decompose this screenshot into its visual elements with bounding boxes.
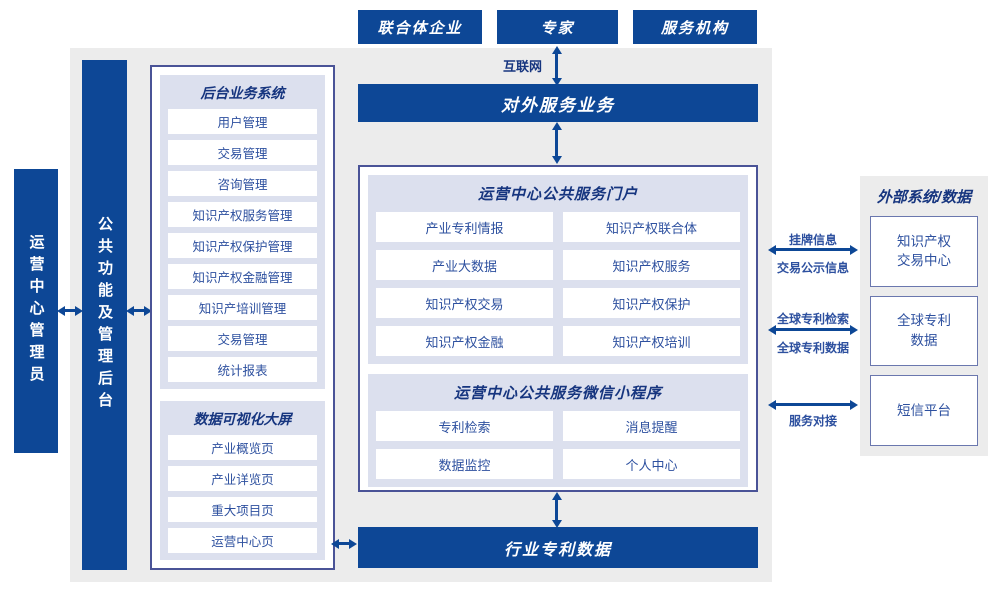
menu-item: 交易管理 <box>168 326 317 351</box>
service-to-portal-arrow-icon <box>551 122 562 164</box>
mini-program-item: 个人中心 <box>563 449 740 479</box>
portal-item: 知识产权联合体 <box>563 212 740 242</box>
internet-arrow-icon <box>551 46 562 86</box>
dashboard-to-industry-data-arrow-icon <box>331 538 357 549</box>
data-visualization-title: 数据可视化大屏 <box>193 411 292 427</box>
external-service-bar: 对外服务业务 <box>358 84 758 122</box>
service-organization-box: 服务机构 <box>633 10 757 44</box>
operator-to-rail-arrow-icon <box>57 305 83 316</box>
menu-item: 运营中心页 <box>168 528 317 553</box>
data-visualization-panel: 数据可视化大屏 产业概览页 产业详览页 重大项目页 运营中心页 <box>160 401 325 560</box>
external-system-box: 短信平台 <box>870 375 978 447</box>
internet-label: 互联网 <box>502 59 542 74</box>
menu-item: 知识产培训管理 <box>168 295 317 320</box>
menu-item: 重大项目页 <box>168 497 317 522</box>
menu-item: 统计报表 <box>168 357 317 382</box>
menu-item: 知识产权服务管理 <box>168 202 317 227</box>
service-center-box: 运营中心公共服务门户 产业专利情报 知识产权联合体 产业大数据 知识产权服务 知… <box>358 165 758 492</box>
portal-panel: 运营中心公共服务门户 产业专利情报 知识产权联合体 产业大数据 知识产权服务 知… <box>368 175 748 364</box>
mini-program-title: 运营中心公共服务微信小程序 <box>453 385 662 402</box>
menu-item: 产业概览页 <box>168 435 317 460</box>
menu-item: 产业详览页 <box>168 466 317 491</box>
link-label-bottom: 全球专利数据 <box>776 341 849 355</box>
menu-item: 知识产权金融管理 <box>168 264 317 289</box>
external-system-box: 知识产权 交易中心 <box>870 216 978 287</box>
external-systems-panel: 外部系统/数据 知识产权 交易中心 全球专利 数据 短信平台 <box>860 176 988 456</box>
portal-to-industry-data-arrow-icon <box>551 492 562 528</box>
rail-to-backend-arrow-icon <box>126 305 152 316</box>
backend-rail: 公共功能及管理后台 <box>82 60 127 570</box>
mini-program-panel: 运营中心公共服务微信小程序 专利检索 消息提醒 数据监控 个人中心 <box>368 374 748 487</box>
service-connect-arrow-icon <box>768 399 858 410</box>
mini-program-item: 数据监控 <box>376 449 553 479</box>
menu-item: 咨询管理 <box>168 171 317 196</box>
portal-item: 产业专利情报 <box>376 212 553 242</box>
backend-system-panel: 后台业务系统 用户管理 交易管理 咨询管理 知识产权服务管理 知识产权保护管理 … <box>160 75 325 389</box>
global-patent-arrow-icon <box>768 324 858 335</box>
portal-item: 知识产权金融 <box>376 326 553 356</box>
operator-rail: 运营中心管理员 <box>14 169 58 453</box>
consortium-enterprise-box: 联合体企业 <box>358 10 482 44</box>
menu-item: 交易管理 <box>168 140 317 165</box>
backend-column: 后台业务系统 用户管理 交易管理 咨询管理 知识产权服务管理 知识产权保护管理 … <box>150 65 335 570</box>
mini-program-item: 专利检索 <box>376 411 553 441</box>
mini-program-item: 消息提醒 <box>563 411 740 441</box>
expert-box: 专家 <box>497 10 618 44</box>
portal-item: 知识产权培训 <box>563 326 740 356</box>
link-label-bottom: 交易公示信息 <box>776 261 849 275</box>
external-system-box: 全球专利 数据 <box>870 295 978 367</box>
portal-item: 知识产权交易 <box>376 288 553 318</box>
menu-item: 知识产权保护管理 <box>168 233 317 258</box>
portal-title: 运营中心公共服务门户 <box>477 186 638 203</box>
backend-system-title: 后台业务系统 <box>200 85 285 101</box>
listing-info-arrow-icon <box>768 244 858 255</box>
link-label-top: 挂牌信息 <box>788 233 837 247</box>
portal-item: 知识产权服务 <box>563 250 740 280</box>
portal-item: 知识产权保护 <box>563 288 740 318</box>
portal-item: 产业大数据 <box>376 250 553 280</box>
link-label-bottom: 服务对接 <box>788 414 837 428</box>
menu-item: 用户管理 <box>168 109 317 134</box>
external-systems-title: 外部系统/数据 <box>876 189 972 206</box>
industry-patent-data-bar: 行业专利数据 <box>358 527 758 568</box>
link-label-top: 全球专利检索 <box>776 312 849 326</box>
